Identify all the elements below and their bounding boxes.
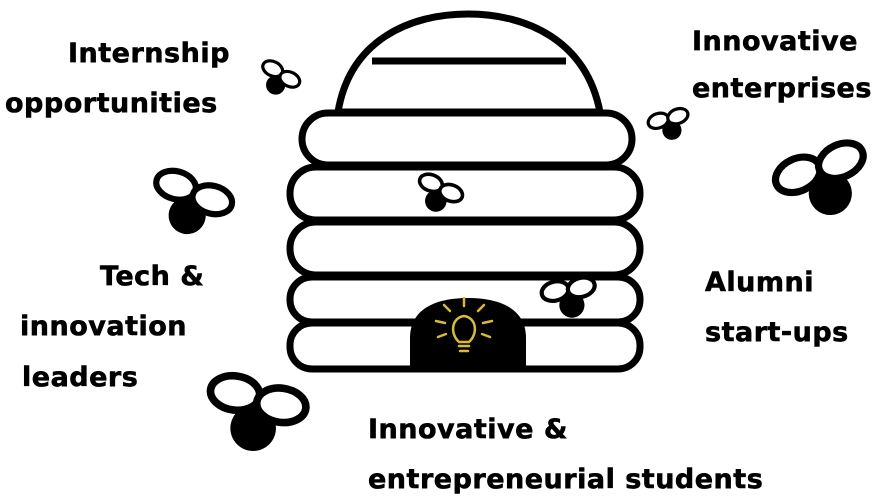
label-students-line1: Innovative & (368, 414, 568, 445)
hive-tier-1 (298, 109, 636, 169)
label-alumni-line2: start-ups (705, 317, 849, 348)
bee-icon (206, 371, 310, 451)
label-enterprises-line1: Innovative (692, 26, 858, 57)
hive-tier-2 (286, 163, 644, 224)
bee-icon (539, 275, 597, 318)
label-tech-line2: innovation (20, 311, 187, 342)
bee-icon (771, 139, 867, 216)
bee-icon (153, 167, 236, 235)
label-tech-line1: Tech & (100, 261, 204, 292)
label-enterprises-line2: enterprises (692, 73, 872, 104)
label-students-line2: entrepreneurial students (368, 464, 763, 495)
bee-icon (261, 59, 302, 95)
label-internship-line2: opportunities (5, 88, 218, 119)
hive-tier-3 (286, 218, 644, 279)
label-tech-line3: leaders (22, 362, 138, 393)
hive-entrance (410, 296, 526, 370)
lightbulb-icon (434, 296, 494, 353)
label-internship-line1: Internship (68, 38, 230, 69)
bee-icon (646, 106, 690, 140)
label-alumni-line1: Alumni (705, 267, 814, 298)
bee-icon (417, 172, 465, 212)
